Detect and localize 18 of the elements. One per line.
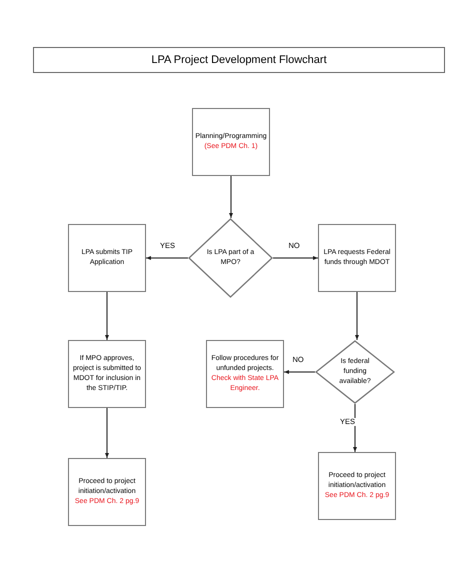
process-box (192, 108, 270, 176)
arrow (272, 256, 318, 260)
process-box (206, 340, 284, 408)
arrow (355, 292, 359, 340)
arrow (229, 176, 233, 218)
process-box (318, 224, 396, 292)
process-box (68, 340, 146, 408)
decision-diamond (188, 218, 273, 298)
process-box (68, 224, 146, 292)
arrow (105, 292, 109, 340)
title-box: LPA Project Development Flowchart (33, 47, 445, 73)
arrow (146, 256, 188, 260)
arrow (105, 408, 109, 458)
arrow (353, 404, 357, 452)
arrow (284, 370, 316, 374)
decision-diamond (315, 340, 395, 404)
process-box (68, 458, 146, 526)
process-box (318, 452, 396, 520)
